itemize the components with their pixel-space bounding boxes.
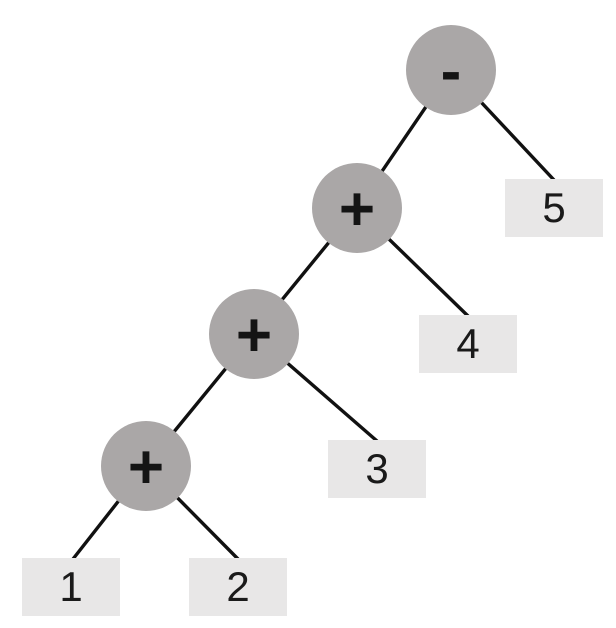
leaf-node-2: 2 [189, 558, 287, 616]
operator-node-plus-level3: + [209, 289, 299, 379]
leaf-node-1: 1 [22, 558, 120, 616]
leaf-node-4: 4 [419, 315, 517, 373]
leaf-label-1: 1 [59, 563, 83, 610]
operator-node-plus-level2: + [312, 163, 402, 253]
operator-node-minus: - [406, 25, 496, 115]
operator-label-plus-level4: + [127, 433, 165, 502]
leaf-label-4: 4 [456, 320, 480, 367]
operator-label-plus-level3: + [235, 301, 273, 370]
operator-label-minus: - [440, 37, 462, 106]
leaf-node-5: 5 [505, 179, 603, 237]
leaf-label-5: 5 [542, 184, 566, 231]
operator-label-plus-level2: + [338, 175, 376, 244]
leaf-label-2: 2 [226, 563, 250, 610]
leaf-label-3: 3 [365, 445, 389, 492]
operator-node-plus-level4: + [101, 421, 191, 511]
leaf-node-3: 3 [328, 440, 426, 498]
